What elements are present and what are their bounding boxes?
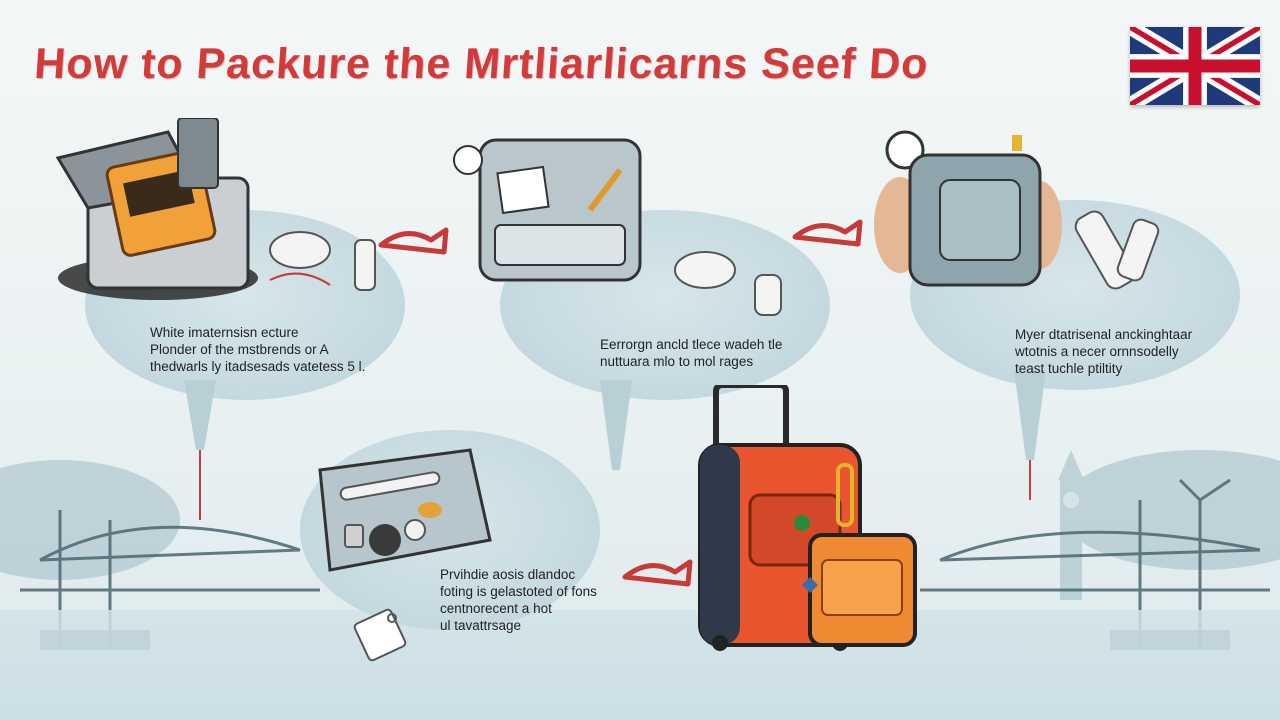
- packed-suitcases-icon: [698, 385, 917, 651]
- arrow-right-icon: [378, 227, 449, 255]
- step-4-text: Prvihdie aosis dlandoc foting is gelasto…: [440, 567, 597, 633]
- step-1-text: White imaternsisn ecture Plonder of the …: [150, 325, 366, 374]
- suitcase-documents-icon: [453, 138, 642, 282]
- tray-essentials-icon: [318, 448, 492, 572]
- ground: [0, 610, 1280, 720]
- toiletries-icon: [674, 251, 782, 316]
- bubble-pointer: [600, 380, 632, 470]
- toiletries-icon: [269, 231, 376, 291]
- union-jack-flag-icon: [1130, 27, 1260, 105]
- toiletries-icon: [1074, 210, 1160, 290]
- page-title: How to Packure the Mrtliarlicarns Seef D…: [32, 40, 931, 88]
- step-2-text: Eerrorgn ancld tlece wadeh tle nuttuara …: [600, 337, 783, 369]
- arrow-right-icon: [792, 219, 863, 247]
- open-suitcase-icon: [55, 118, 258, 300]
- step-3-text: Myer dtatrisenal anckinghtaar wtotnis a …: [1015, 327, 1193, 376]
- arrow-right-icon: [622, 559, 693, 587]
- bubble-pointer: [184, 380, 216, 520]
- tag-icon: [353, 608, 407, 662]
- bubble-pointer: [1014, 370, 1046, 500]
- backpack-icon: [874, 130, 1062, 287]
